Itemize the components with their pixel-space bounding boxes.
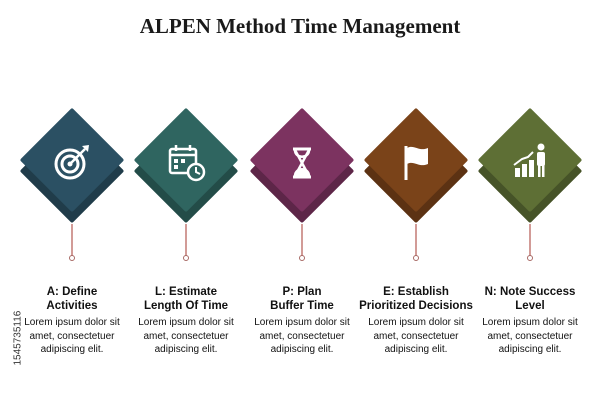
step-heading: N: Note Success Level <box>484 286 576 312</box>
step-body: Lorem ipsum dolor sit amet, consectetuer… <box>254 317 350 355</box>
step-l: L: Estimate Length Of Time Lorem ipsum d… <box>126 0 246 401</box>
connector-line <box>71 224 73 258</box>
connector-line <box>529 224 531 258</box>
calendar-clock-icon <box>168 145 206 182</box>
step-heading: L: Estimate Length Of Time <box>143 286 229 312</box>
diamond-e <box>362 107 470 230</box>
connector-line <box>415 224 417 258</box>
step-body: Lorem ipsum dolor sit amet, consectetuer… <box>24 317 120 355</box>
page-title: ALPEN Method Time Management <box>139 14 461 38</box>
diamond-n <box>476 107 584 230</box>
connector-dot <box>183 255 189 261</box>
step-heading: E: Establish Prioritized Decisions <box>359 286 473 312</box>
connector-dot <box>299 255 305 261</box>
connector-dot <box>527 255 533 261</box>
step-a: A: Define Activities Lorem ipsum dolor s… <box>12 0 132 401</box>
connector-line <box>301 224 303 258</box>
step-body: Lorem ipsum dolor sit amet, consectetuer… <box>138 317 234 355</box>
step-n: N: Note Success Level Lorem ipsum dolor … <box>470 0 590 401</box>
diamond-l <box>132 107 240 230</box>
success-chart-icon <box>513 143 545 177</box>
step-heading: P: Plan Buffer Time <box>270 286 334 312</box>
step-body: Lorem ipsum dolor sit amet, consectetuer… <box>368 317 464 355</box>
connector-dot <box>69 255 75 261</box>
hourglass-icon <box>293 147 311 179</box>
step-heading: A: Define Activities <box>46 286 98 312</box>
step-body: Lorem ipsum dolor sit amet, consectetuer… <box>482 317 578 355</box>
connector-dot <box>413 255 419 261</box>
diamond-a <box>18 107 126 230</box>
flag-icon <box>404 146 428 180</box>
step-e: E: Establish Prioritized Decisions Lorem… <box>356 0 476 401</box>
target-arrow-icon <box>54 145 89 180</box>
step-p: P: Plan Buffer Time Lorem ipsum dolor si… <box>242 0 362 401</box>
diamond-p <box>248 107 356 230</box>
connector-line <box>185 224 187 258</box>
